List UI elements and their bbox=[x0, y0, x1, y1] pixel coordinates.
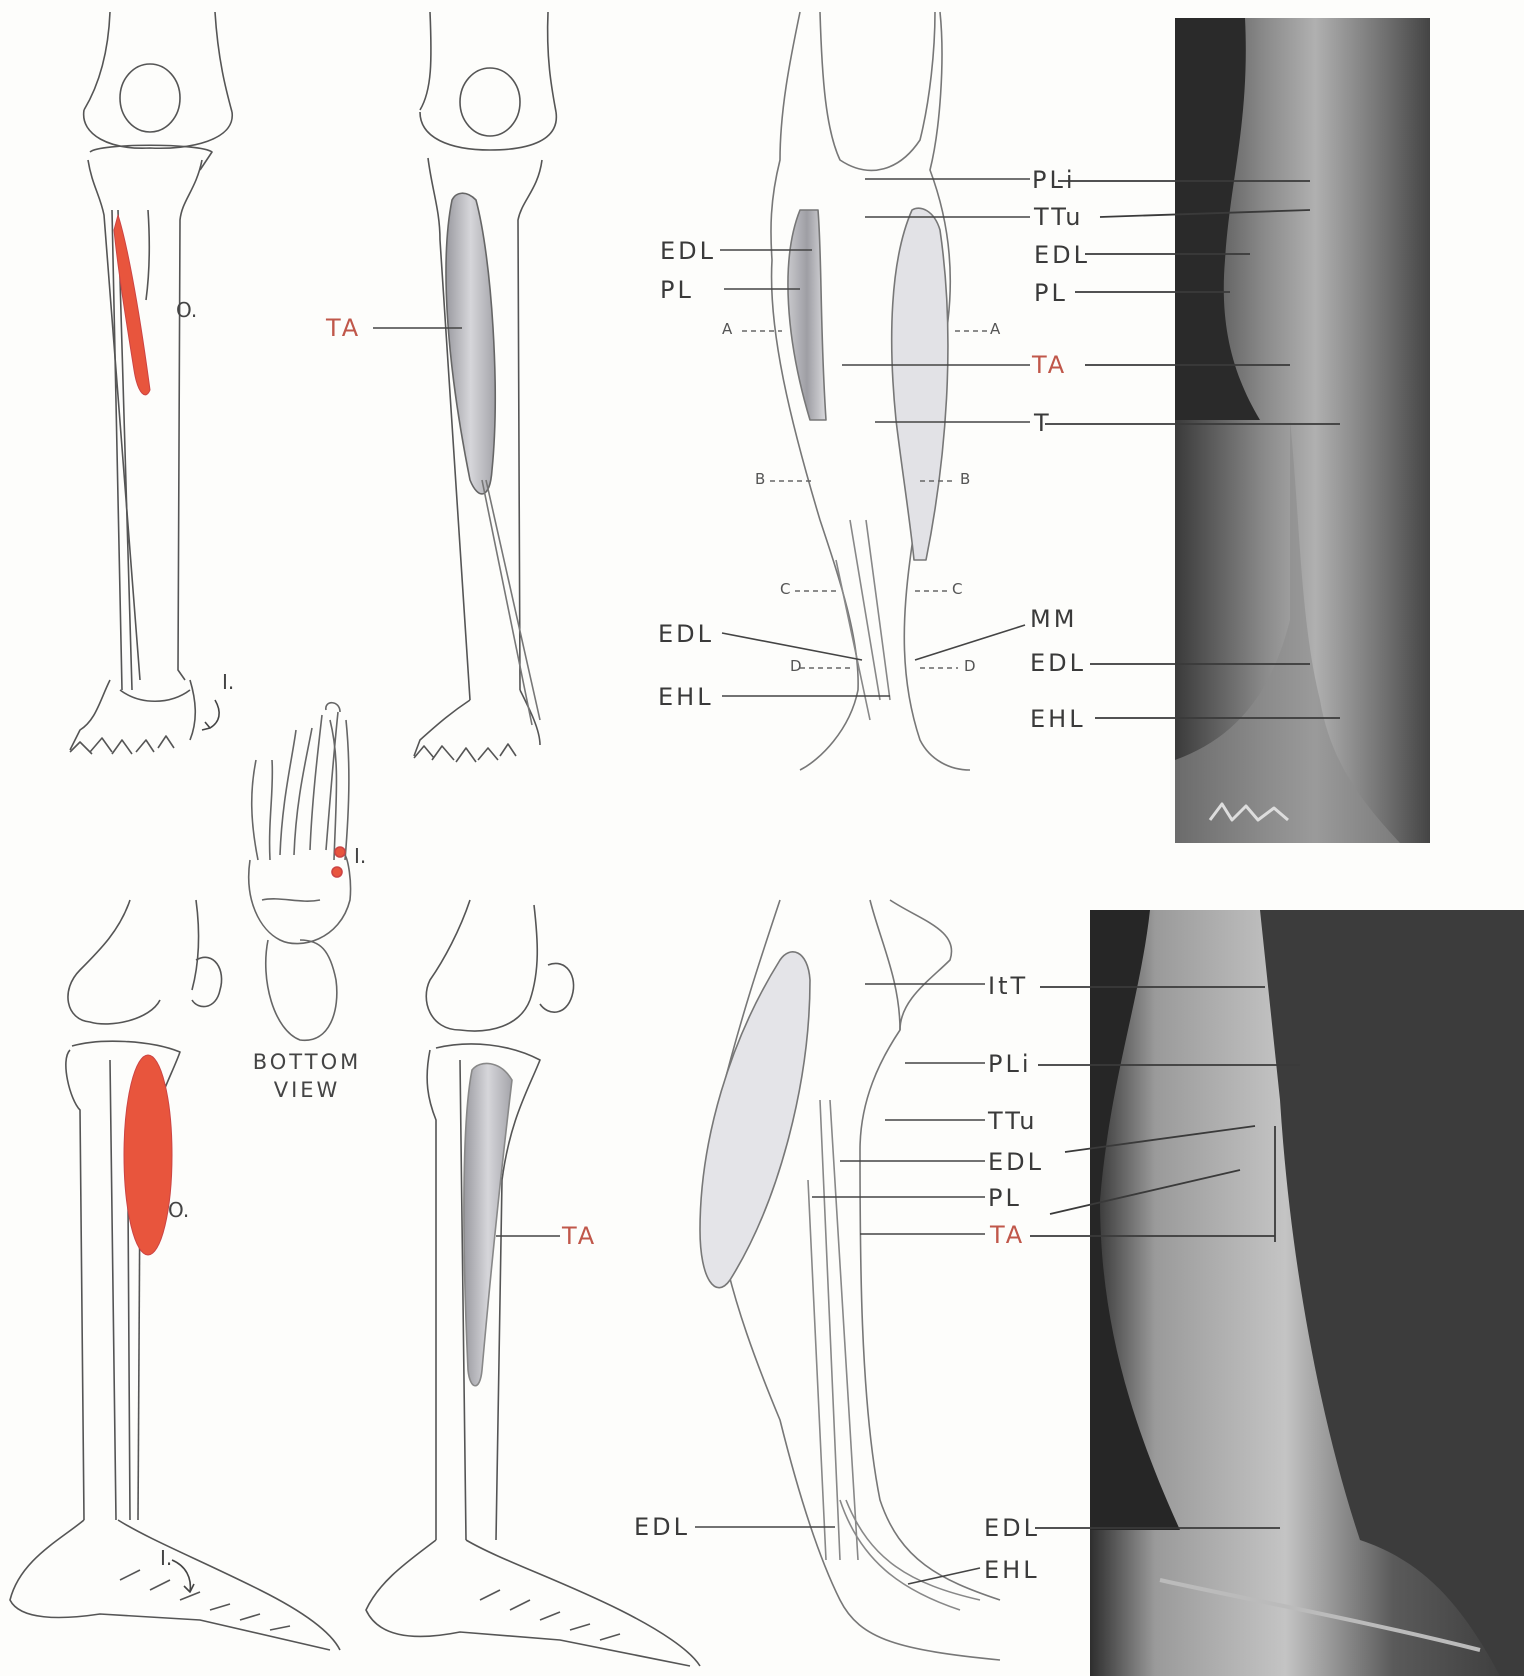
bottom-muscle-label: TA bbox=[562, 1224, 597, 1248]
top-photo-label-ta: TA bbox=[1032, 353, 1067, 377]
section-d-left: D bbox=[790, 659, 803, 674]
section-a-right: A bbox=[990, 322, 1001, 337]
top-dissection-label-ehl: EHL bbox=[658, 685, 714, 709]
top-bone-origin-view bbox=[70, 12, 232, 754]
top-photo-label-t: T bbox=[1034, 411, 1052, 435]
bottom-photo-label-itt: ItT bbox=[988, 974, 1028, 998]
bottom-tibialis-anterior-muscle bbox=[464, 1063, 512, 1385]
top-photograph bbox=[1175, 18, 1430, 843]
bottom-view-line2: VIEW bbox=[244, 1076, 370, 1104]
top-photo-label-edl: EDL bbox=[1034, 243, 1090, 267]
bottom-photo-label-ehl: EHL bbox=[984, 1558, 1040, 1582]
foot-insertion-point-1 bbox=[335, 847, 345, 857]
bottom-photograph bbox=[1090, 910, 1524, 1676]
section-b-right: B bbox=[960, 472, 971, 487]
top-photo-label-pl: PL bbox=[1034, 281, 1068, 305]
bottom-view-line1: BOTTOM bbox=[244, 1048, 370, 1076]
top-photo-label-pli: PLi bbox=[1032, 168, 1076, 192]
top-dissection-label-pl: PL bbox=[660, 278, 694, 302]
bottom-photo-label-edl: EDL bbox=[988, 1150, 1044, 1174]
top-photo-label-ttu: TTu bbox=[1034, 205, 1083, 229]
bottom-photo-label-ttu: TTu bbox=[988, 1109, 1037, 1133]
top-muscle-label: TA bbox=[326, 316, 361, 340]
top-photo-label-ehl: EHL bbox=[1030, 707, 1086, 731]
section-d-right: D bbox=[964, 659, 977, 674]
top-dissection-label-edl: EDL bbox=[660, 239, 716, 263]
bottom-origin-marker: O. bbox=[168, 1200, 189, 1220]
foot-insertion-marker: I. bbox=[354, 846, 366, 866]
section-c-right: C bbox=[952, 582, 963, 597]
section-b-left: B bbox=[755, 472, 766, 487]
bottom-dissection-label-edl: EDL bbox=[634, 1515, 690, 1539]
bottom-photo-label-pl: PL bbox=[988, 1186, 1022, 1210]
section-a-left: A bbox=[722, 322, 733, 337]
bottom-photo-label-edl-lower: EDL bbox=[984, 1516, 1040, 1540]
top-origin-area bbox=[114, 215, 150, 395]
bottom-muscle-view bbox=[366, 900, 700, 1666]
bottom-photo-label-ta: TA bbox=[990, 1223, 1025, 1247]
top-dissection-label-edl-lower: EDL bbox=[658, 622, 714, 646]
bottom-insertion-marker: I. bbox=[160, 1548, 172, 1568]
bottom-view-caption: BOTTOM VIEW bbox=[244, 1048, 370, 1105]
section-c-left: C bbox=[780, 582, 791, 597]
bottom-photo-label-pli: PLi bbox=[988, 1052, 1032, 1076]
top-origin-marker: O. bbox=[176, 300, 197, 320]
bottom-origin-area bbox=[124, 1055, 172, 1255]
top-insertion-marker: I. bbox=[222, 672, 234, 692]
top-photo-label-mm: MM bbox=[1030, 607, 1077, 631]
foot-insertion-point-2 bbox=[332, 867, 342, 877]
top-photo-label-edl-lower: EDL bbox=[1030, 651, 1086, 675]
bottom-bone-origin-view bbox=[10, 900, 340, 1650]
